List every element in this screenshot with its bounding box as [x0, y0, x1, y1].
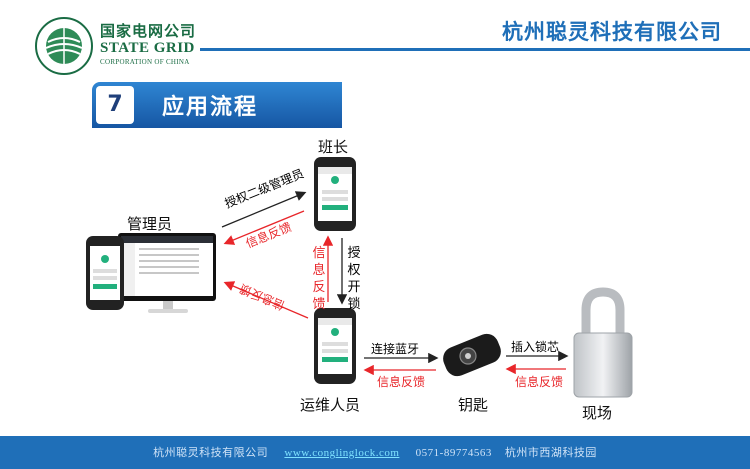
state-grid-logo-icon [35, 17, 93, 75]
section-title: 应用流程 [162, 95, 259, 120]
padlock-icon [573, 287, 633, 398]
label-feedback-vertical: 信息反馈 [312, 246, 326, 312]
section-number: 7 [96, 86, 134, 124]
footer-park: 杭州市西湖科技园 [504, 447, 597, 459]
logo-cn-text: 国家电网公司 [100, 22, 197, 40]
label-monitor: 班长 [318, 138, 349, 156]
logo-en-sub-text: CORPORATION OF CHINA [100, 58, 190, 66]
footer-url-link[interactable]: www.conglinglock.com [284, 447, 400, 459]
logo-en-text: STATE GRID [100, 40, 195, 56]
monitor-phone [314, 157, 356, 231]
label-connect-bluetooth: 连接蓝牙 [371, 342, 420, 356]
footer-phone: 0571-89774563 [415, 447, 492, 459]
footer-company: 杭州聪灵科技有限公司 [153, 447, 269, 459]
label-feedback-lock: 信息反馈 [515, 375, 564, 389]
label-insert-core: 插入锁芯 [511, 340, 560, 354]
footer-text: 杭州聪灵科技有限公司 www.conglinglock.com 0571-897… [0, 444, 750, 460]
label-authorize-unlock: 授权开锁 [347, 246, 361, 312]
label-operator: 运维人员 [300, 396, 361, 414]
key-fob-icon [443, 333, 501, 377]
label-admin: 管理员 [127, 215, 173, 233]
header-rule [200, 48, 750, 51]
operator-phone [314, 308, 356, 384]
label-site: 现场 [582, 404, 613, 422]
label-feedback-key: 信息反馈 [377, 375, 426, 389]
footer-bar [0, 436, 750, 469]
admin-devices [86, 233, 216, 313]
label-key: 钥匙 [458, 396, 489, 414]
company-title: 杭州聪灵科技有限公司 [502, 20, 722, 44]
